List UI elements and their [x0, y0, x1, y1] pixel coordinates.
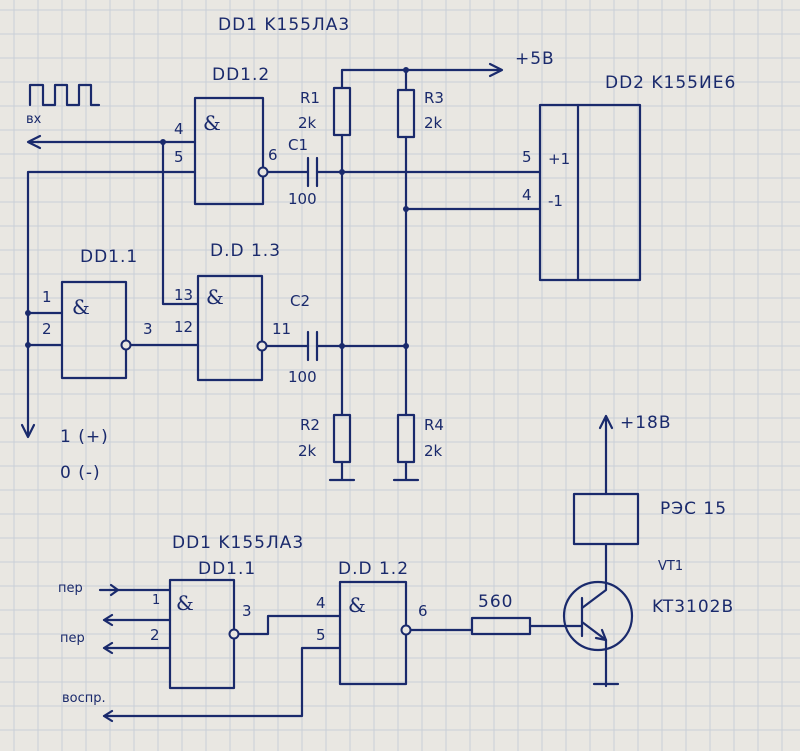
signal-2b-wire: [102, 641, 172, 655]
base-resistor-wire: [409, 624, 570, 632]
signal-3-label: воспр.: [62, 691, 106, 706]
bottom-g2-output-bubble: [400, 624, 412, 636]
dd13-and-symbol: &: [206, 285, 224, 309]
dd12-output-bubble: [257, 166, 269, 178]
bottom-supply-label: +18В: [620, 413, 672, 433]
bottom-chip-title: DD1 K155ЛА3: [172, 533, 304, 553]
r2-ground: [328, 460, 356, 482]
bottom-g2-pin-6: 6: [418, 602, 428, 620]
dd2-pin-5: 5: [522, 148, 532, 166]
r4-value: 2k: [424, 442, 443, 460]
direction-plus: 1 (+): [60, 427, 109, 447]
c1-capacitor: [306, 156, 319, 188]
input-label: вх: [26, 112, 42, 127]
transistor-ref: VT1: [658, 559, 683, 574]
relay-label: РЭС 15: [660, 499, 727, 519]
r4-label: R4: [424, 416, 444, 434]
dd11-pin-3: 3: [143, 320, 153, 338]
signal-2a-wire: [102, 613, 172, 627]
dd13-label: D.D 1.3: [210, 241, 281, 261]
dd11-pin-2: 2: [42, 320, 52, 338]
bottom-g2-pin-5: 5: [316, 626, 326, 644]
bottom-g1-output-wire: [237, 614, 342, 636]
input-to-dd13-wire: [161, 140, 200, 306]
transistor-type: KT3102B: [652, 597, 734, 617]
r1-label: R1: [300, 89, 320, 107]
transistor-vt1: [562, 580, 634, 652]
supply-arrow-icon: [488, 62, 504, 78]
r3-value: 2k: [424, 114, 443, 132]
r2-label: R2: [300, 416, 320, 434]
dd11-and-symbol: &: [72, 295, 90, 319]
signal-2-label: пер: [60, 631, 85, 646]
r3-label: R3: [424, 89, 444, 107]
dd13-pin-11: 11: [272, 320, 291, 338]
gate-dd11: [60, 280, 128, 380]
r1-resistor: [332, 86, 352, 137]
bottom-dd12-label: D.D 1.2: [338, 559, 409, 579]
bottom-gate-2-and: &: [348, 593, 366, 617]
supply-rail: [340, 68, 502, 90]
dd12-label: DD1.2: [212, 65, 270, 85]
signal-1-label: пер: [58, 581, 83, 596]
bottom-g1-pin-3: 3: [242, 602, 252, 620]
dd12-and-symbol: &: [203, 111, 221, 135]
c2-label: C2: [290, 292, 310, 310]
dd2-pin-4: 4: [522, 186, 532, 204]
c1-label: C1: [288, 136, 308, 154]
dd11-label: DD1.1: [80, 247, 138, 267]
bottom-g1-pin-2: 2: [150, 626, 160, 644]
input-arrow-icon: [26, 134, 42, 150]
dd12-pin-5: 5: [174, 148, 184, 166]
junction-r2: [339, 343, 345, 349]
transistor-collector: [580, 542, 608, 610]
bottom-g2-pin-4: 4: [316, 594, 326, 612]
r2-resistor: [332, 413, 352, 464]
gate-dd13: [196, 274, 264, 382]
dd2-up-mark: +1: [548, 150, 570, 168]
dd12-pin-4: 4: [174, 120, 184, 138]
base-resistor-value: 560: [478, 592, 513, 612]
dd11-pin-1: 1: [42, 288, 52, 306]
bottom-gate-1-and: &: [176, 591, 194, 615]
transistor-base: [566, 596, 584, 638]
dd11-output-bubble: [120, 339, 132, 351]
dd13-pin-13: 13: [174, 286, 193, 304]
dd12-pin-6: 6: [268, 146, 278, 164]
relay-supply-wire: [598, 414, 614, 496]
dd2-down-mark: -1: [548, 192, 563, 210]
relay-coil: [572, 492, 640, 546]
c1-value: 100: [288, 190, 317, 208]
base-resistor: [470, 616, 532, 636]
dd2-title: DD2 K155ИЕ6: [605, 73, 736, 93]
r1-value: 2k: [298, 114, 317, 132]
dd2-chip: [538, 103, 642, 282]
c2-value: 100: [288, 368, 317, 386]
supply-label: +5В: [515, 49, 555, 69]
r2-value: 2k: [298, 442, 317, 460]
r4-ground: [392, 460, 420, 482]
c2-capacitor: [306, 330, 319, 362]
top-chip-title: DD1 K155ЛА3: [218, 15, 350, 35]
dd13-pin-12: 12: [174, 318, 193, 336]
dd12-pin5-wire: [26, 170, 197, 315]
transistor-emitter-arrow-icon: [594, 628, 608, 642]
direction-arrow-icon: [20, 423, 36, 439]
direction-minus: 0 (-): [60, 463, 101, 483]
junction-r4: [403, 343, 409, 349]
input-square-wave-icon: [28, 83, 101, 107]
bottom-dd11-label: DD1.1: [198, 559, 256, 579]
bottom-g1-output-bubble: [228, 628, 240, 640]
junction-r1: [339, 169, 345, 175]
r4-resistor: [396, 413, 416, 464]
dd13-output-bubble: [256, 340, 268, 352]
transistor-emitter: [580, 620, 620, 688]
gate-dd12: [193, 96, 265, 206]
bottom-g1-pin-1: 1: [152, 593, 160, 608]
signal-3-wire: [102, 646, 342, 723]
